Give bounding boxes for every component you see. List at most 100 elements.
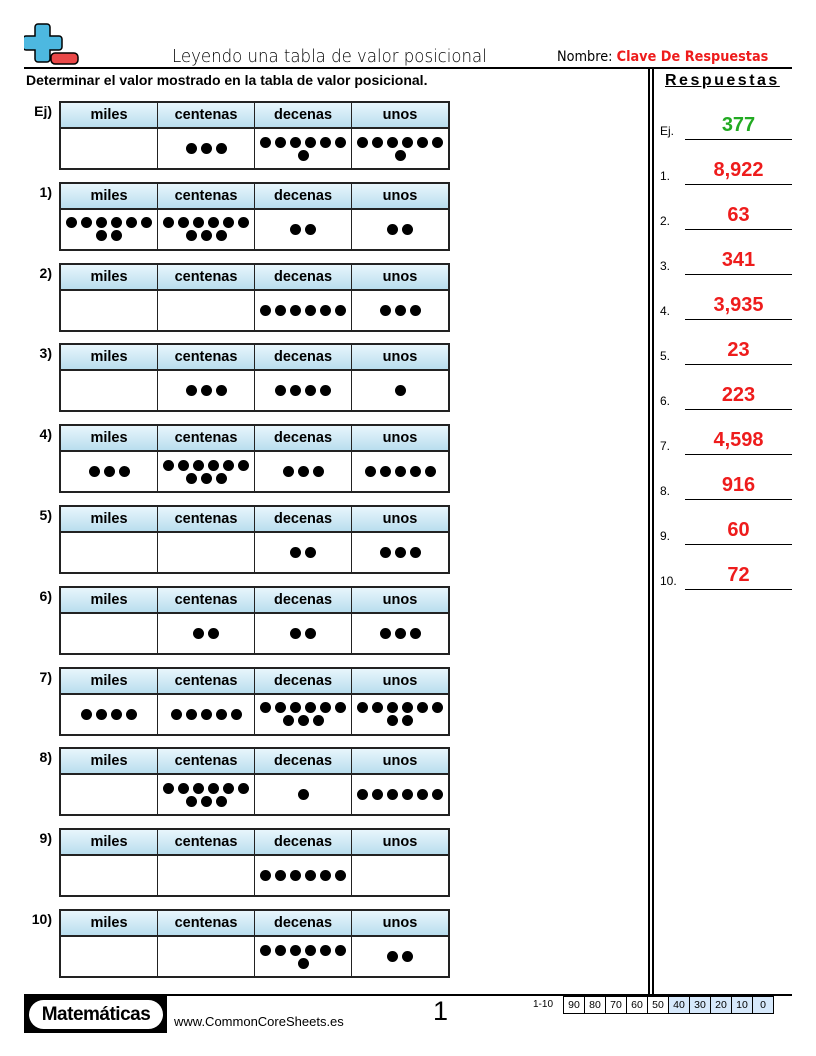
dot-icon xyxy=(282,466,294,478)
answer-value[interactable]: 916 xyxy=(721,474,756,496)
site-url[interactable]: www.CommonCoreSheets.es xyxy=(174,1014,344,1029)
answer-value[interactable]: 23 xyxy=(727,339,750,361)
dot-icon xyxy=(320,304,331,316)
column-header-unos: unos xyxy=(351,586,450,614)
dot-icon xyxy=(290,627,301,639)
dot-icon xyxy=(88,466,100,478)
dot-icon xyxy=(417,702,428,714)
answer-label: 2. xyxy=(660,214,671,228)
answer-value[interactable]: 63 xyxy=(727,204,750,226)
column-header-miles: miles xyxy=(59,343,158,372)
dot-icon xyxy=(200,795,212,807)
problem-label: 5) xyxy=(39,507,52,523)
dot-icon xyxy=(200,708,212,720)
column-header-unos: unos xyxy=(351,424,450,453)
score-cell: 30 xyxy=(689,997,710,1013)
score-cell: 90 xyxy=(568,999,580,1011)
dot-icon xyxy=(215,472,227,484)
dot-icon xyxy=(96,230,107,242)
dot-icon xyxy=(111,230,122,242)
answer-value[interactable]: 3,935 xyxy=(713,294,764,316)
column-header-centenas: centenas xyxy=(157,747,255,776)
dot-icon xyxy=(275,304,286,316)
dot-icon xyxy=(387,136,398,148)
dot-icon xyxy=(230,708,242,720)
dot-icon xyxy=(275,870,286,882)
score-cell: 70 xyxy=(605,997,626,1013)
column-header-miles: miles xyxy=(59,263,158,291)
score-cell: 20 xyxy=(710,997,731,1013)
dot-icon xyxy=(193,627,204,639)
answer-value[interactable]: 60 xyxy=(727,519,750,541)
cell-decenas xyxy=(254,127,352,170)
dot-icon xyxy=(260,702,271,714)
problem-label: Ej) xyxy=(34,103,52,119)
dot-icon xyxy=(320,385,331,397)
dot-icon xyxy=(372,702,383,714)
cell-decenas xyxy=(254,289,352,332)
problem-label: 10) xyxy=(31,911,52,927)
score-cell: 40 xyxy=(668,997,689,1013)
dot-icon xyxy=(170,708,182,720)
cell-centenas xyxy=(157,531,255,574)
cell-miles xyxy=(59,935,158,978)
column-header-unos: unos xyxy=(351,263,450,291)
cell-unos xyxy=(351,127,450,170)
cell-miles xyxy=(59,693,158,736)
dot-icon xyxy=(215,143,227,154)
column-header-centenas: centenas xyxy=(157,424,255,453)
dot-icon xyxy=(320,136,331,148)
page-number: 1 xyxy=(433,996,449,1026)
answer-row: 1.8,922 xyxy=(660,155,792,185)
dot-icon xyxy=(103,466,115,478)
column-header-decenas: decenas xyxy=(254,909,352,937)
answer-row: 4.3,935 xyxy=(660,290,792,320)
dot-icon xyxy=(305,944,316,956)
dot-icon xyxy=(305,304,316,316)
answer-value[interactable]: 4,598 xyxy=(713,429,764,451)
cell-miles xyxy=(59,450,158,493)
cell-centenas xyxy=(157,127,255,170)
cell-unos xyxy=(351,369,450,412)
answer-label: 8. xyxy=(660,484,671,498)
answer-label: Ej. xyxy=(660,124,675,138)
cell-centenas xyxy=(157,208,255,251)
dot-icon xyxy=(260,870,271,882)
cell-decenas xyxy=(254,369,352,412)
answer-row: Ej. 377 xyxy=(660,110,792,140)
answer-value[interactable]: 223 xyxy=(721,384,756,406)
dot-icon xyxy=(290,385,301,397)
answer-value[interactable]: 72 xyxy=(727,564,750,586)
dot-icon xyxy=(208,627,219,639)
dot-icon xyxy=(96,217,107,229)
answer-value[interactable]: 341 xyxy=(721,249,756,271)
dot-icon xyxy=(290,944,301,956)
dot-icon xyxy=(409,466,421,478)
dot-icon xyxy=(387,223,398,235)
answer-value[interactable]: 377 xyxy=(721,114,756,136)
dot-icon xyxy=(208,782,219,794)
dot-icon xyxy=(394,304,406,316)
dot-icon xyxy=(402,136,413,148)
dot-icon xyxy=(432,789,443,801)
answer-value[interactable]: 8,922 xyxy=(713,159,764,181)
problem-label: 1) xyxy=(39,183,52,200)
dot-icon xyxy=(297,789,309,801)
answer-line xyxy=(685,498,792,500)
header-divider xyxy=(24,67,792,69)
cell-unos xyxy=(351,773,450,816)
column-header-unos: unos xyxy=(351,747,450,776)
answer-column-divider xyxy=(648,69,650,994)
footer-divider xyxy=(24,994,792,996)
dot-icon xyxy=(357,136,368,148)
dot-icon xyxy=(335,870,346,882)
cell-unos xyxy=(351,450,450,493)
column-header-centenas: centenas xyxy=(157,263,255,291)
column-header-unos: unos xyxy=(351,101,450,129)
answer-line xyxy=(685,588,792,590)
answer-line xyxy=(685,408,792,410)
dot-icon xyxy=(417,789,428,801)
column-header-decenas: decenas xyxy=(254,343,352,372)
